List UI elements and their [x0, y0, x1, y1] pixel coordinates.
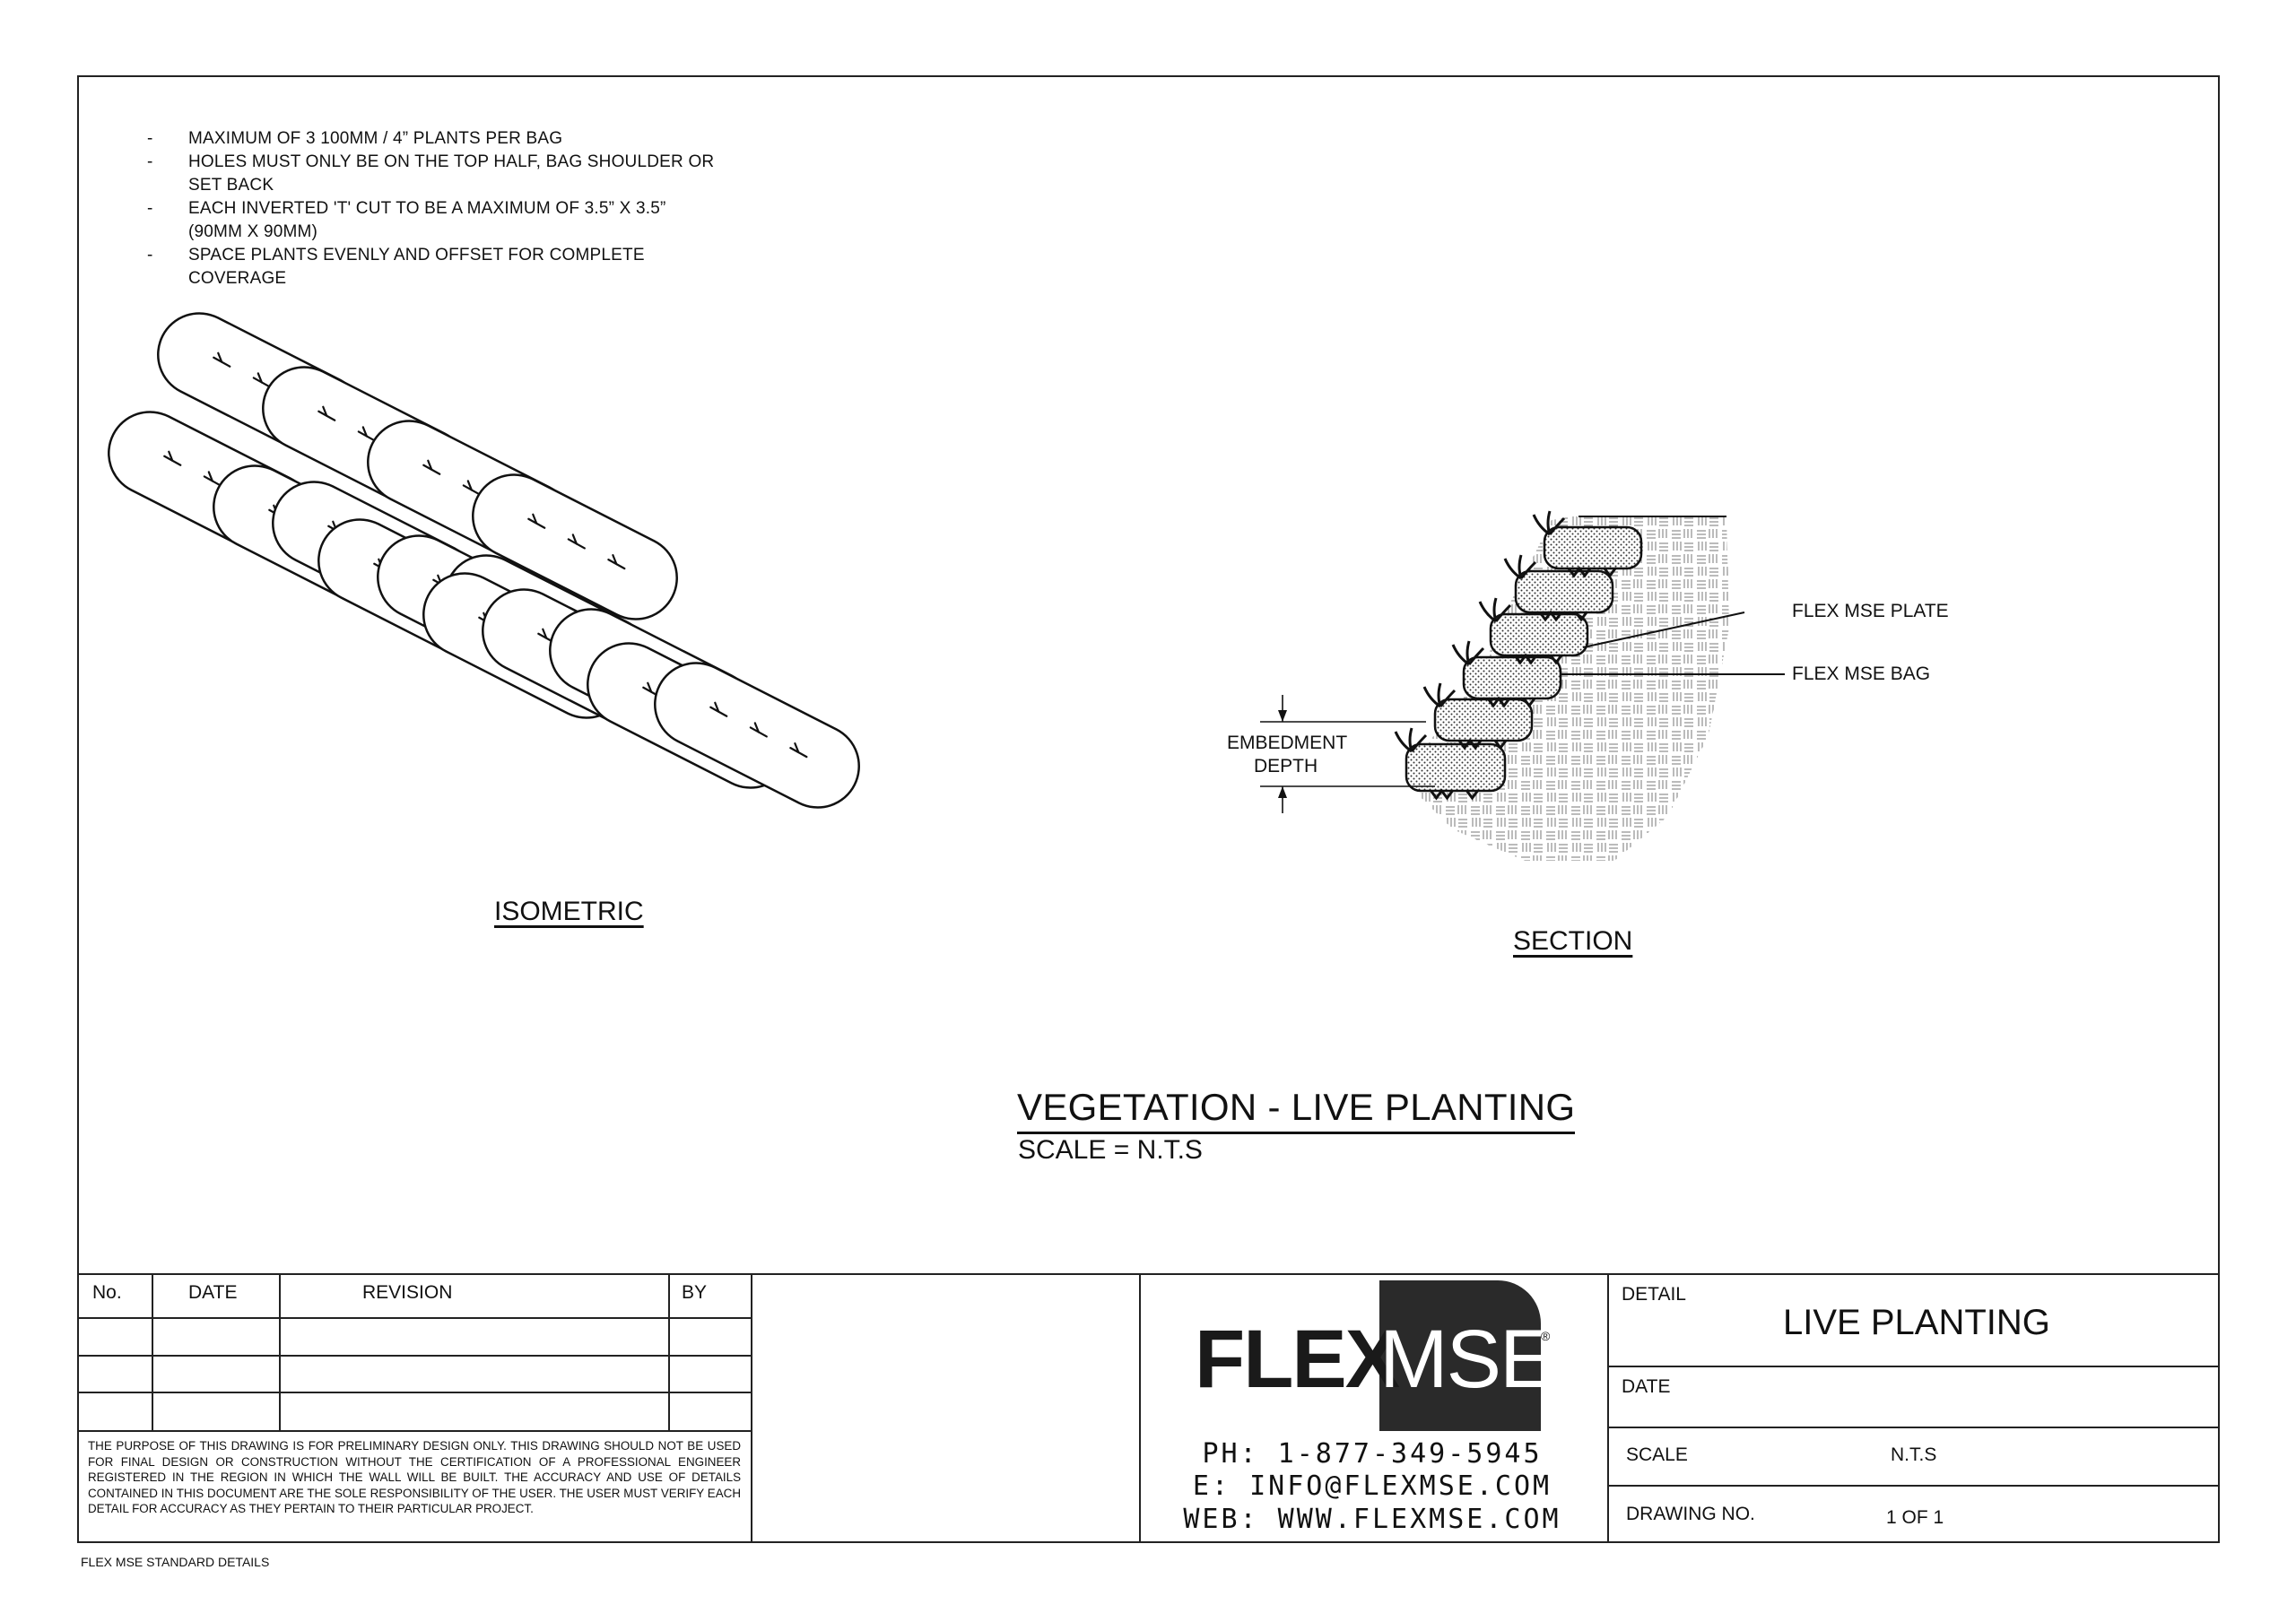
company-logo: FLEX MSE ®	[1184, 1280, 1561, 1433]
isometric-label: ISOMETRIC	[494, 897, 644, 926]
revision-header-revision: REVISION	[362, 1282, 453, 1303]
note-item: MAXIMUM OF 3 100MM / 4” PLANTS PER BAG	[144, 127, 718, 151]
bag-callout: FLEX MSE BAG	[1792, 664, 1931, 684]
logo-dark-block	[1379, 1280, 1541, 1431]
revision-header-no: No.	[92, 1282, 122, 1303]
note-item: EACH INVERTED 'T' CUT TO BE A MAXIMUM OF…	[144, 197, 718, 244]
plate-callout: FLEX MSE PLATE	[1792, 601, 1949, 621]
drawing-title: VEGETATION - LIVE PLANTING	[1017, 1085, 1576, 1134]
detail-value: LIVE PLANTING	[1783, 1303, 2050, 1342]
logo-registered-mark: ®	[1541, 1329, 1551, 1343]
revision-header-date: DATE	[188, 1282, 238, 1303]
revision-header-by: BY	[682, 1282, 708, 1303]
section-label: SECTION	[1513, 926, 1633, 956]
drawing-number-label: DRAWING NO.	[1626, 1504, 1755, 1524]
scale-label: SCALE	[1626, 1444, 1688, 1465]
embedment-label-line1: EMBEDMENT	[1227, 733, 1348, 753]
logo-text-mse: MSE	[1379, 1314, 1554, 1405]
general-notes: MAXIMUM OF 3 100MM / 4” PLANTS PER BAG H…	[144, 127, 718, 291]
drawing-sheet-border	[77, 75, 2220, 1543]
contact-email: E: INFO@FLEXMSE.COM	[1192, 1470, 1552, 1502]
detail-label: DETAIL	[1622, 1284, 1686, 1305]
contact-phone: PH: 1-877-349-5945	[1202, 1438, 1543, 1470]
logo-text-flex: FLEX	[1195, 1314, 1400, 1405]
note-item: HOLES MUST ONLY BE ON THE TOP HALF, BAG …	[144, 151, 718, 197]
embedment-label-line2: DEPTH	[1254, 756, 1318, 776]
drawing-number-value: 1 OF 1	[1886, 1507, 1944, 1528]
date-label: DATE	[1622, 1376, 1671, 1397]
contact-web: WEB: WWW.FLEXMSE.COM	[1183, 1504, 1561, 1535]
drawing-scale-note: SCALE = N.T.S	[1018, 1135, 1203, 1165]
footer-text: FLEX MSE STANDARD DETAILS	[81, 1555, 270, 1569]
scale-value: N.T.S	[1891, 1444, 1937, 1465]
disclaimer-text: THE PURPOSE OF THIS DRAWING IS FOR PRELI…	[88, 1439, 741, 1516]
note-item: SPACE PLANTS EVENLY AND OFFSET FOR COMPL…	[144, 244, 718, 291]
